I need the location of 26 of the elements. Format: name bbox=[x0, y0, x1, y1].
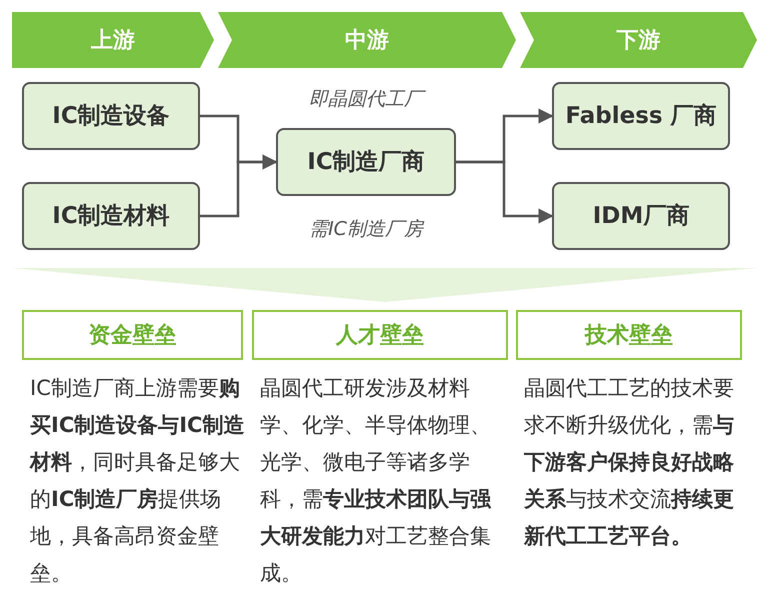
process-box bbox=[276, 128, 456, 196]
node-text: 上游 bbox=[91, 27, 135, 55]
description-text: IC制造厂商上游需要购买IC制造设备与IC制造材料，同时具备足够大的IC制造厂房提供场地，具备高昂资金壁垒。 bbox=[30, 375, 245, 587]
description-text: 晶圆代工研发涉及材料学、化学、半导体物理、光学、微电子等诸多学科，需专业技术团队与强大研发能力对工艺整合集成。 bbox=[260, 375, 492, 587]
node-text: IC制造材料 bbox=[52, 202, 170, 230]
node-text: IDM厂商 bbox=[592, 202, 690, 230]
node-text: IC制造厂商 bbox=[307, 148, 425, 176]
note-text: 需IC制造厂房 bbox=[308, 217, 426, 242]
category-box bbox=[22, 310, 243, 360]
description-text: 晶圆代工工艺的技术要求不断升级优化，需与下游客户保持良好战略关系与技术交流持续更新代工工艺平台。 bbox=[524, 375, 735, 550]
node-text: 下游 bbox=[616, 27, 660, 55]
category-box bbox=[252, 310, 508, 360]
node-text: 资金壁垒 bbox=[88, 322, 176, 350]
process-box bbox=[552, 82, 730, 150]
process-box bbox=[552, 182, 730, 250]
note-text: 即晶圆代工厂 bbox=[286, 86, 446, 112]
arrow bbox=[200, 154, 278, 218]
category-box bbox=[516, 310, 742, 360]
node-text: 中游 bbox=[345, 27, 389, 55]
node-text: 技术壁垒 bbox=[585, 322, 673, 350]
process-box bbox=[22, 182, 200, 250]
node-text: 人才壁垒 bbox=[336, 322, 424, 350]
arrow bbox=[456, 160, 554, 224]
process-box bbox=[22, 82, 200, 150]
node-text: Fabless 厂商 bbox=[565, 102, 717, 130]
node-text: IC制造设备 bbox=[52, 102, 170, 130]
